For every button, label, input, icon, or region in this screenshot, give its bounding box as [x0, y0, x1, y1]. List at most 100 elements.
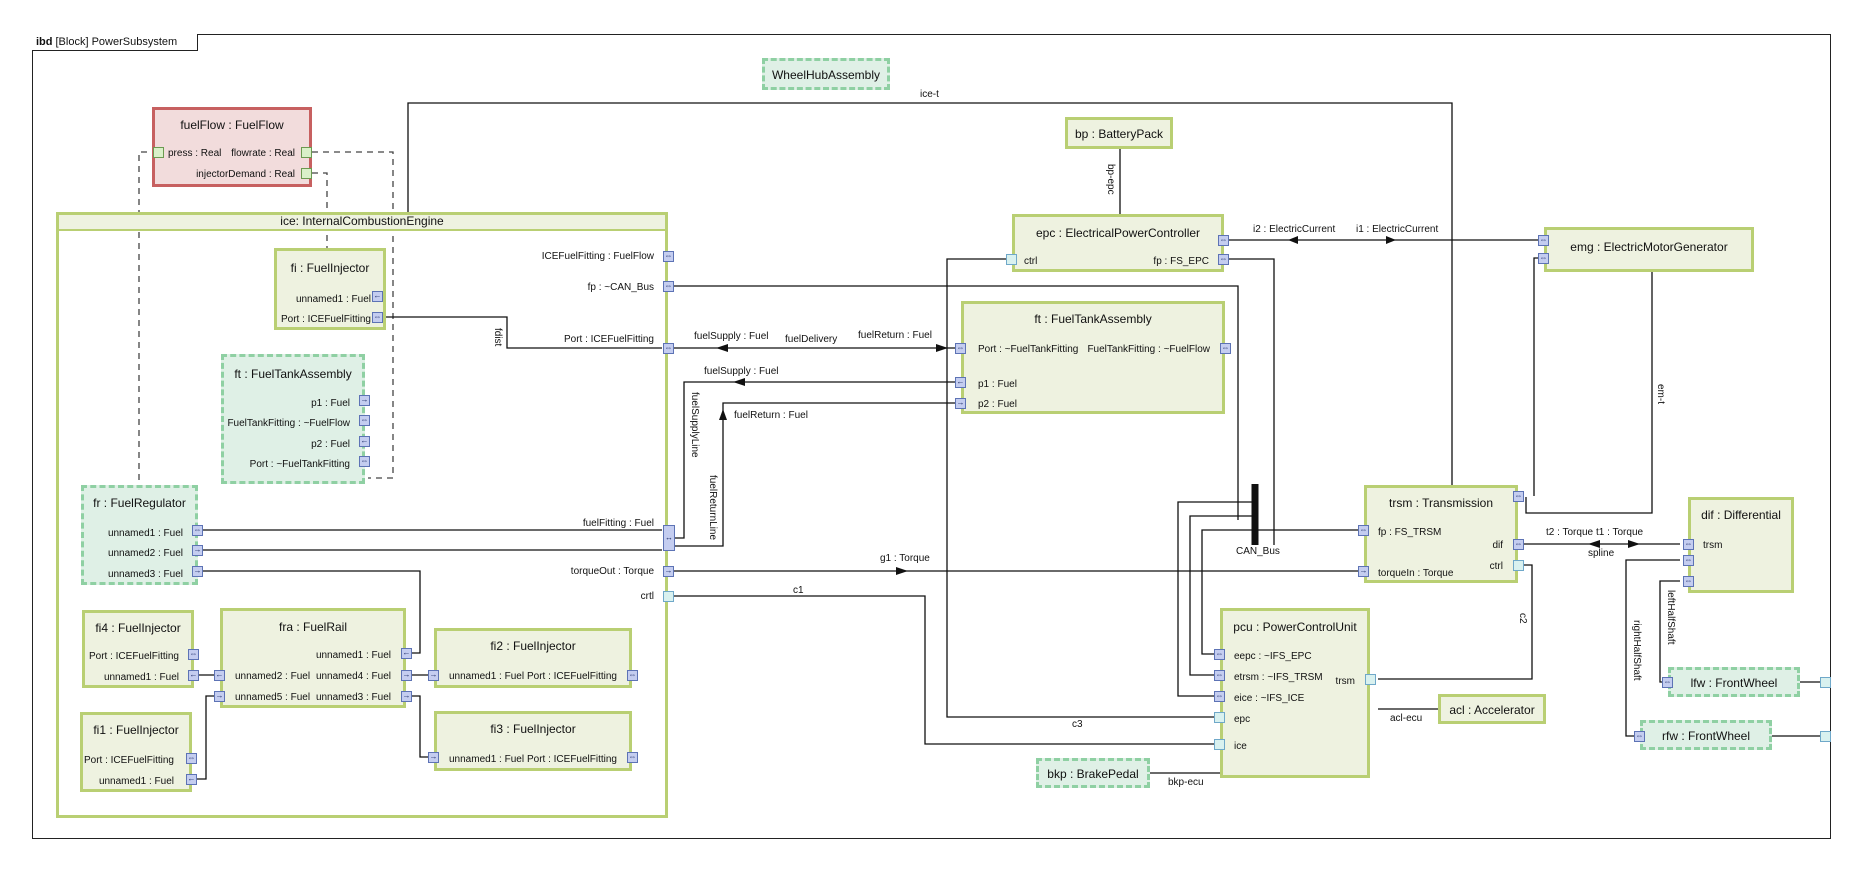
port-fra-u5[interactable]: →: [214, 691, 225, 702]
port-injector-demand[interactable]: [301, 168, 312, 179]
connector-etrsm: [1189, 515, 1255, 676]
port-epc-ctrl[interactable]: [1006, 254, 1017, 265]
arrow-fuel-supply-line: [733, 378, 745, 386]
port-fi3-port[interactable]: ⇔: [627, 752, 638, 763]
port-epc-fp[interactable]: ⇔: [1218, 254, 1229, 265]
port-ftin-port[interactable]: ⇔: [359, 456, 370, 467]
block-fuel-regulator[interactable]: fr : FuelRegulator unnamed1 : Fuel unnam…: [81, 485, 198, 585]
port-fi3-u1[interactable]: →: [428, 752, 439, 763]
port-label: unnamed4 : Fuel: [315, 671, 391, 682]
arrow-fuel-return-line: [719, 409, 727, 420]
port-fra-u4[interactable]: →: [401, 670, 412, 681]
port-ft-port[interactable]: ⇔: [955, 343, 966, 354]
connector-eice: [1177, 501, 1255, 697]
port-dif-left[interactable]: ⇔: [1683, 576, 1694, 587]
port-trsm-ctrl[interactable]: [1513, 560, 1524, 571]
block-fuel-tank-assembly-inner[interactable]: ft : FuelTankAssembly p1 : Fuel FuelTank…: [221, 354, 365, 484]
block-internal-combustion-engine[interactable]: ice: InternalCombustionEngine: [56, 212, 668, 818]
port-pcu-etrsm[interactable]: ⇔: [1214, 670, 1225, 681]
port-fra-u1[interactable]: ←: [401, 648, 412, 659]
port-fi-unnamed1[interactable]: ←: [372, 291, 383, 302]
port-trsm-em[interactable]: ⇔: [1513, 491, 1524, 502]
port-fr-u2[interactable]: →: [192, 545, 203, 556]
port-fi1-port[interactable]: ⇔: [186, 753, 197, 764]
port-fi2-u1[interactable]: →: [428, 670, 439, 681]
connector-fra-fi1: [192, 695, 215, 780]
port-label: Port : ICEFuelFitting: [83, 755, 174, 766]
port-ice-fuel-fitting[interactable]: ⇔: [663, 251, 674, 262]
port-fra-u3[interactable]: →: [401, 691, 412, 702]
port-lfw-outer[interactable]: [1820, 677, 1831, 688]
port-pcu-ice[interactable]: [1214, 739, 1225, 750]
port-ftin-p1[interactable]: →: [359, 395, 370, 406]
block-fuel-tank-assembly[interactable]: ft : FuelTankAssembly Port : ~FuelTankFi…: [961, 301, 1225, 414]
port-trsm-dif[interactable]: ⇔: [1513, 539, 1524, 550]
port-fi4-u1[interactable]: ←: [188, 670, 199, 681]
port-pcu-eepc[interactable]: ⇔: [1214, 649, 1225, 660]
port-emg-i1[interactable]: ⇔: [1538, 235, 1549, 246]
port-ft-tank[interactable]: ⇔: [1220, 343, 1231, 354]
port-fra-u2[interactable]: ←: [214, 670, 225, 681]
port-fi2-port[interactable]: ⇔: [627, 670, 638, 681]
port-label: unnamed1 : Fuel: [103, 672, 179, 683]
port-ice-torque-out[interactable]: →: [663, 566, 674, 577]
block-fuel-injector-fi4[interactable]: fi4 : FuelInjector Port : ICEFuelFitting…: [82, 610, 194, 688]
block-battery-pack[interactable]: bp : BatteryPack: [1065, 117, 1173, 149]
block-front-wheel-rfw[interactable]: rfw : FrontWheel: [1640, 720, 1772, 750]
port-rfw-outer[interactable]: [1820, 731, 1831, 742]
block-fuel-injector-fi2[interactable]: fi2 : FuelInjector unnamed1 : Fuel Port …: [434, 628, 632, 688]
block-title: ft : FuelTankAssembly: [234, 367, 352, 381]
connector-label-t1: t1 : Torque: [1596, 527, 1644, 538]
block-fuel-rail[interactable]: fra : FuelRail unnamed1 : Fuel unnamed2 …: [220, 608, 406, 708]
port-fi4-port[interactable]: ⇔: [188, 649, 199, 660]
port-press[interactable]: [153, 147, 164, 158]
port-fr-u1[interactable]: ⇔: [192, 525, 203, 536]
port-fi-port[interactable]: ⇔: [372, 312, 383, 323]
block-fuel-injector-fi1[interactable]: fi1 : FuelInjector Port : ICEFuelFitting…: [80, 712, 192, 792]
arrow-t2: [1588, 540, 1600, 548]
port-ftin-p2[interactable]: ←: [359, 436, 370, 447]
connector-fr-u3: [202, 570, 421, 654]
block-differential[interactable]: dif : Differential trsm: [1688, 497, 1794, 593]
port-ft-p1[interactable]: ←: [955, 377, 966, 388]
port-flowrate[interactable]: [301, 147, 312, 158]
port-ft-p2[interactable]: →: [955, 398, 966, 409]
block-transmission[interactable]: trsm : Transmission fp : FS_TRSM torqueI…: [1364, 485, 1518, 583]
block-wheel-hub-assembly[interactable]: WheelHubAssembly: [762, 58, 890, 90]
connector-epc-fp: [1228, 258, 1275, 545]
block-title: fi4 : FuelInjector: [95, 621, 181, 635]
port-trsm-fp[interactable]: ⇔: [1358, 525, 1369, 536]
port-dif-right[interactable]: ⇔: [1683, 555, 1694, 566]
block-brake-pedal[interactable]: bkp : BrakePedal: [1036, 758, 1150, 788]
port-ice-fp[interactable]: ⇔: [663, 281, 674, 292]
port-label: unnamed1 : Fuel: [449, 754, 525, 765]
port-epc-i2[interactable]: ⇔: [1218, 235, 1229, 246]
port-label: p2 : Fuel: [311, 439, 350, 450]
port-lfw-shaft[interactable]: ⇔: [1662, 677, 1673, 688]
frame-keyword: ibd: [36, 36, 53, 48]
port-fr-u3[interactable]: →: [192, 566, 203, 577]
block-electrical-power-controller[interactable]: epc : ElectricalPowerController ctrl fp …: [1012, 214, 1224, 272]
port-label: Port : ~FuelTankFitting: [978, 344, 1079, 355]
port-pcu-eice[interactable]: ⇔: [1214, 691, 1225, 702]
port-ice-port[interactable]: ⇔: [663, 343, 674, 354]
connector-label-fuel-return-2: fuelReturn : Fuel: [734, 410, 808, 421]
port-pcu-epc[interactable]: [1214, 712, 1225, 723]
block-accelerator[interactable]: acl : Accelerator: [1438, 694, 1546, 724]
block-front-wheel-lfw[interactable]: lfw : FrontWheel: [1668, 667, 1800, 697]
block-electric-motor-generator[interactable]: emg : ElectricMotorGenerator: [1544, 227, 1754, 272]
port-ftin-tank[interactable]: ⇔: [359, 415, 370, 426]
port-dif-trsm[interactable]: ⇔: [1683, 539, 1694, 550]
port-emg-t[interactable]: ⇔: [1538, 253, 1549, 264]
block-fuel-injector-fi[interactable]: fi : FuelInjector unnamed1 : Fuel Port :…: [274, 248, 386, 330]
block-fuel-injector-fi3[interactable]: fi3 : FuelInjector unnamed1 : Fuel Port …: [434, 711, 632, 771]
port-pcu-trsm[interactable]: [1365, 674, 1376, 685]
block-power-control-unit[interactable]: pcu : PowerControlUnit eepc : ~IFS_EPC e…: [1220, 608, 1370, 778]
port-fi1-u1[interactable]: ←: [186, 774, 197, 785]
port-trsm-torque-in[interactable]: →: [1358, 566, 1369, 577]
port-rfw-shaft[interactable]: ⇔: [1634, 731, 1645, 742]
port-ice-crtl[interactable]: [663, 591, 674, 602]
block-fuel-flow[interactable]: fuelFlow : FuelFlow press : Real flowrat…: [152, 107, 312, 187]
frame-title: [Block] PowerSubsystem: [55, 36, 178, 48]
port-ice-fuel-fitting-fuel[interactable]: ↔: [663, 525, 675, 551]
